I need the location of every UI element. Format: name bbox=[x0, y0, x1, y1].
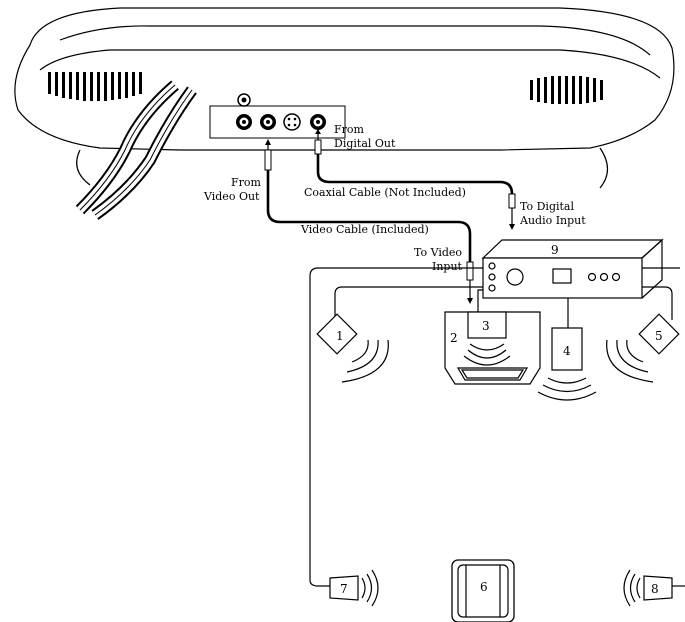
number-5: 5 bbox=[655, 329, 663, 343]
number-8: 8 bbox=[651, 582, 659, 596]
speaker-4 bbox=[537, 327, 597, 401]
svg-text:To Digital: To Digital bbox=[520, 200, 574, 213]
speaker-3 bbox=[463, 311, 511, 366]
label-from-video-out: From Video Out bbox=[203, 176, 262, 203]
video-out-jack bbox=[236, 114, 252, 130]
speaker-5 bbox=[606, 313, 680, 383]
svg-text:From: From bbox=[334, 123, 365, 136]
number-1: 1 bbox=[336, 329, 344, 343]
left-vent bbox=[48, 72, 142, 101]
receiver bbox=[481, 238, 664, 299]
speaker-wires bbox=[309, 267, 685, 587]
component-jack bbox=[260, 114, 276, 130]
power-cord bbox=[75, 80, 197, 220]
coaxial-cable bbox=[314, 129, 516, 230]
number-3: 3 bbox=[482, 319, 490, 333]
speaker-1 bbox=[316, 313, 389, 383]
right-vent bbox=[530, 76, 603, 104]
number-4: 4 bbox=[563, 344, 571, 358]
label-to-video-input: To Video Input bbox=[414, 246, 463, 273]
svg-text:Video Out: Video Out bbox=[203, 190, 260, 203]
svg-text:Audio Input: Audio Input bbox=[519, 214, 586, 227]
svg-text:To Video: To Video bbox=[414, 246, 462, 259]
svg-text:Input: Input bbox=[432, 260, 463, 273]
label-to-digital-audio-input: To Digital Audio Input bbox=[519, 200, 586, 227]
digital-out-jack bbox=[310, 114, 326, 130]
svg-text:From: From bbox=[231, 176, 262, 189]
video-cable bbox=[264, 139, 474, 304]
tv-unit bbox=[14, 7, 675, 220]
chair bbox=[451, 559, 515, 622]
number-9: 9 bbox=[551, 243, 559, 257]
svg-text:Digital Out: Digital Out bbox=[334, 137, 396, 150]
number-6: 6 bbox=[480, 580, 488, 594]
jack-top bbox=[237, 93, 251, 107]
number-7: 7 bbox=[340, 582, 348, 596]
speaker-8 bbox=[623, 569, 673, 607]
label-from-digital-out: From Digital Out bbox=[334, 123, 396, 150]
number-2: 2 bbox=[450, 331, 458, 345]
speaker-7 bbox=[329, 569, 379, 607]
label-coaxial-cable: Coaxial Cable (Not Included) bbox=[304, 186, 466, 199]
television bbox=[444, 311, 541, 385]
s-video-jack bbox=[283, 113, 301, 131]
label-video-cable: Video Cable (Included) bbox=[300, 223, 429, 236]
